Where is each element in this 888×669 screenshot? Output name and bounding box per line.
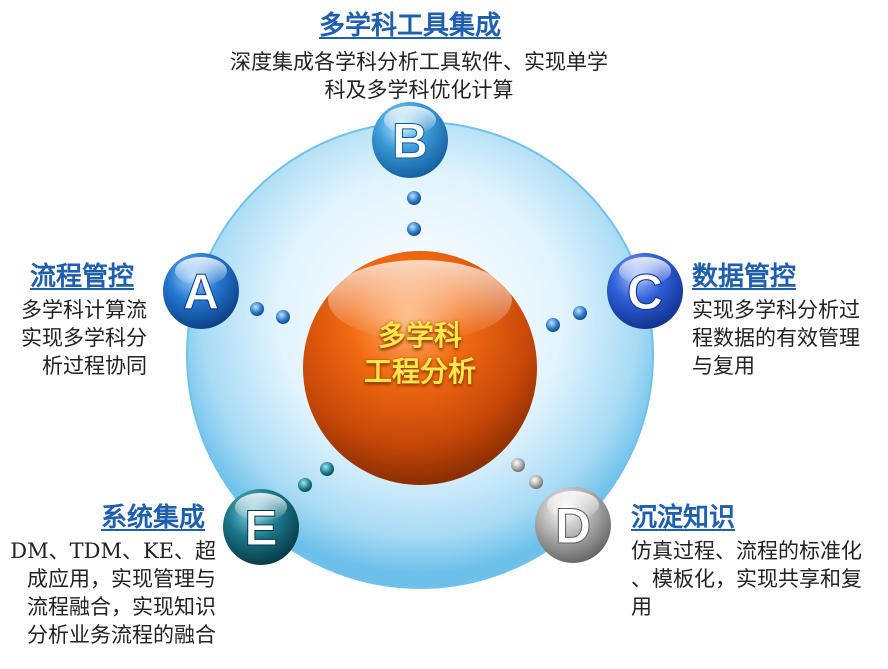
node-d-desc-line2: 、模板化，实现共享和复 bbox=[631, 567, 862, 591]
node-a-desc: 多学科计算流 实现多学科分 析过程协同 bbox=[0, 296, 147, 380]
node-b-letter: B bbox=[392, 113, 428, 169]
node-d: D bbox=[535, 487, 611, 563]
node-c-desc-line1: 实现多学科分析过 bbox=[692, 298, 860, 322]
node-e-desc-line4: 分析业务流程的融合 bbox=[27, 623, 216, 647]
connector-dot-b1 bbox=[407, 191, 421, 205]
node-e: E bbox=[223, 489, 299, 565]
center-orb bbox=[303, 251, 537, 485]
connector-dot-e1 bbox=[320, 462, 334, 476]
node-c-letter: C bbox=[627, 264, 663, 320]
connector-dot-a1 bbox=[250, 302, 264, 316]
node-e-desc-line2: 成应用，实现管理与 bbox=[27, 567, 216, 591]
node-a-desc-line1: 多学科计算流 bbox=[21, 298, 147, 322]
node-c-desc-line2: 程数据的有效管理 bbox=[692, 326, 860, 350]
node-b-desc: 深度集成各学科分析工具软件、实现单学 科及多学科优化计算 bbox=[180, 48, 658, 104]
center-label-line1: 多学科 bbox=[377, 319, 462, 352]
node-e-title[interactable]: 系统集成 bbox=[101, 503, 206, 533]
node-d-desc-line3: 用 bbox=[631, 595, 652, 619]
connector-dot-b2 bbox=[407, 222, 421, 236]
node-e-desc-line1: DM、TDM、KE、超 bbox=[10, 539, 216, 563]
node-d-letter: D bbox=[555, 498, 591, 554]
node-d-title[interactable]: 沉淀知识 bbox=[631, 503, 736, 533]
center-label: 多学科 工程分析 bbox=[310, 318, 530, 390]
node-c-desc-line3: 与复用 bbox=[692, 354, 755, 378]
center-label-line2: 工程分析 bbox=[363, 355, 476, 388]
node-b-desc-line1: 深度集成各学科分析工具软件、实现单学 bbox=[230, 50, 608, 74]
connector-dot-d2 bbox=[529, 475, 543, 489]
connector-dot-d1 bbox=[511, 458, 525, 472]
node-a-desc-line3: 析过程协同 bbox=[42, 354, 147, 378]
connector-dot-c2 bbox=[546, 318, 560, 332]
node-c: C bbox=[607, 253, 683, 329]
node-c-title[interactable]: 数据管控 bbox=[692, 262, 797, 292]
node-a-desc-line2: 实现多学科分 bbox=[21, 326, 147, 350]
node-a: A bbox=[163, 253, 239, 329]
connector-dot-e2 bbox=[298, 478, 312, 492]
node-e-letter: E bbox=[244, 500, 277, 556]
node-a-letter: A bbox=[183, 264, 219, 320]
node-d-desc-line1: 仿真过程、流程的标准化 bbox=[631, 539, 862, 563]
node-b-desc-line2: 科及多学科优化计算 bbox=[324, 78, 514, 102]
connector-dot-c1 bbox=[573, 306, 587, 320]
node-e-desc-line3: 流程融合，实现知识 bbox=[27, 595, 216, 619]
node-d-desc: 仿真过程、流程的标准化 、模板化，实现共享和复 用 bbox=[631, 537, 888, 621]
node-e-desc: DM、TDM、KE、超 成应用，实现管理与 流程融合，实现知识 分析业务流程的融… bbox=[0, 537, 216, 649]
connector-dot-a2 bbox=[276, 310, 290, 324]
node-c-desc: 实现多学科分析过 程数据的有效管理 与复用 bbox=[692, 296, 888, 380]
node-a-title[interactable]: 流程管控 bbox=[30, 262, 135, 292]
node-b: B bbox=[372, 102, 448, 178]
node-b-title[interactable]: 多学科工具集成 bbox=[319, 11, 502, 41]
connector-dots bbox=[250, 191, 587, 492]
